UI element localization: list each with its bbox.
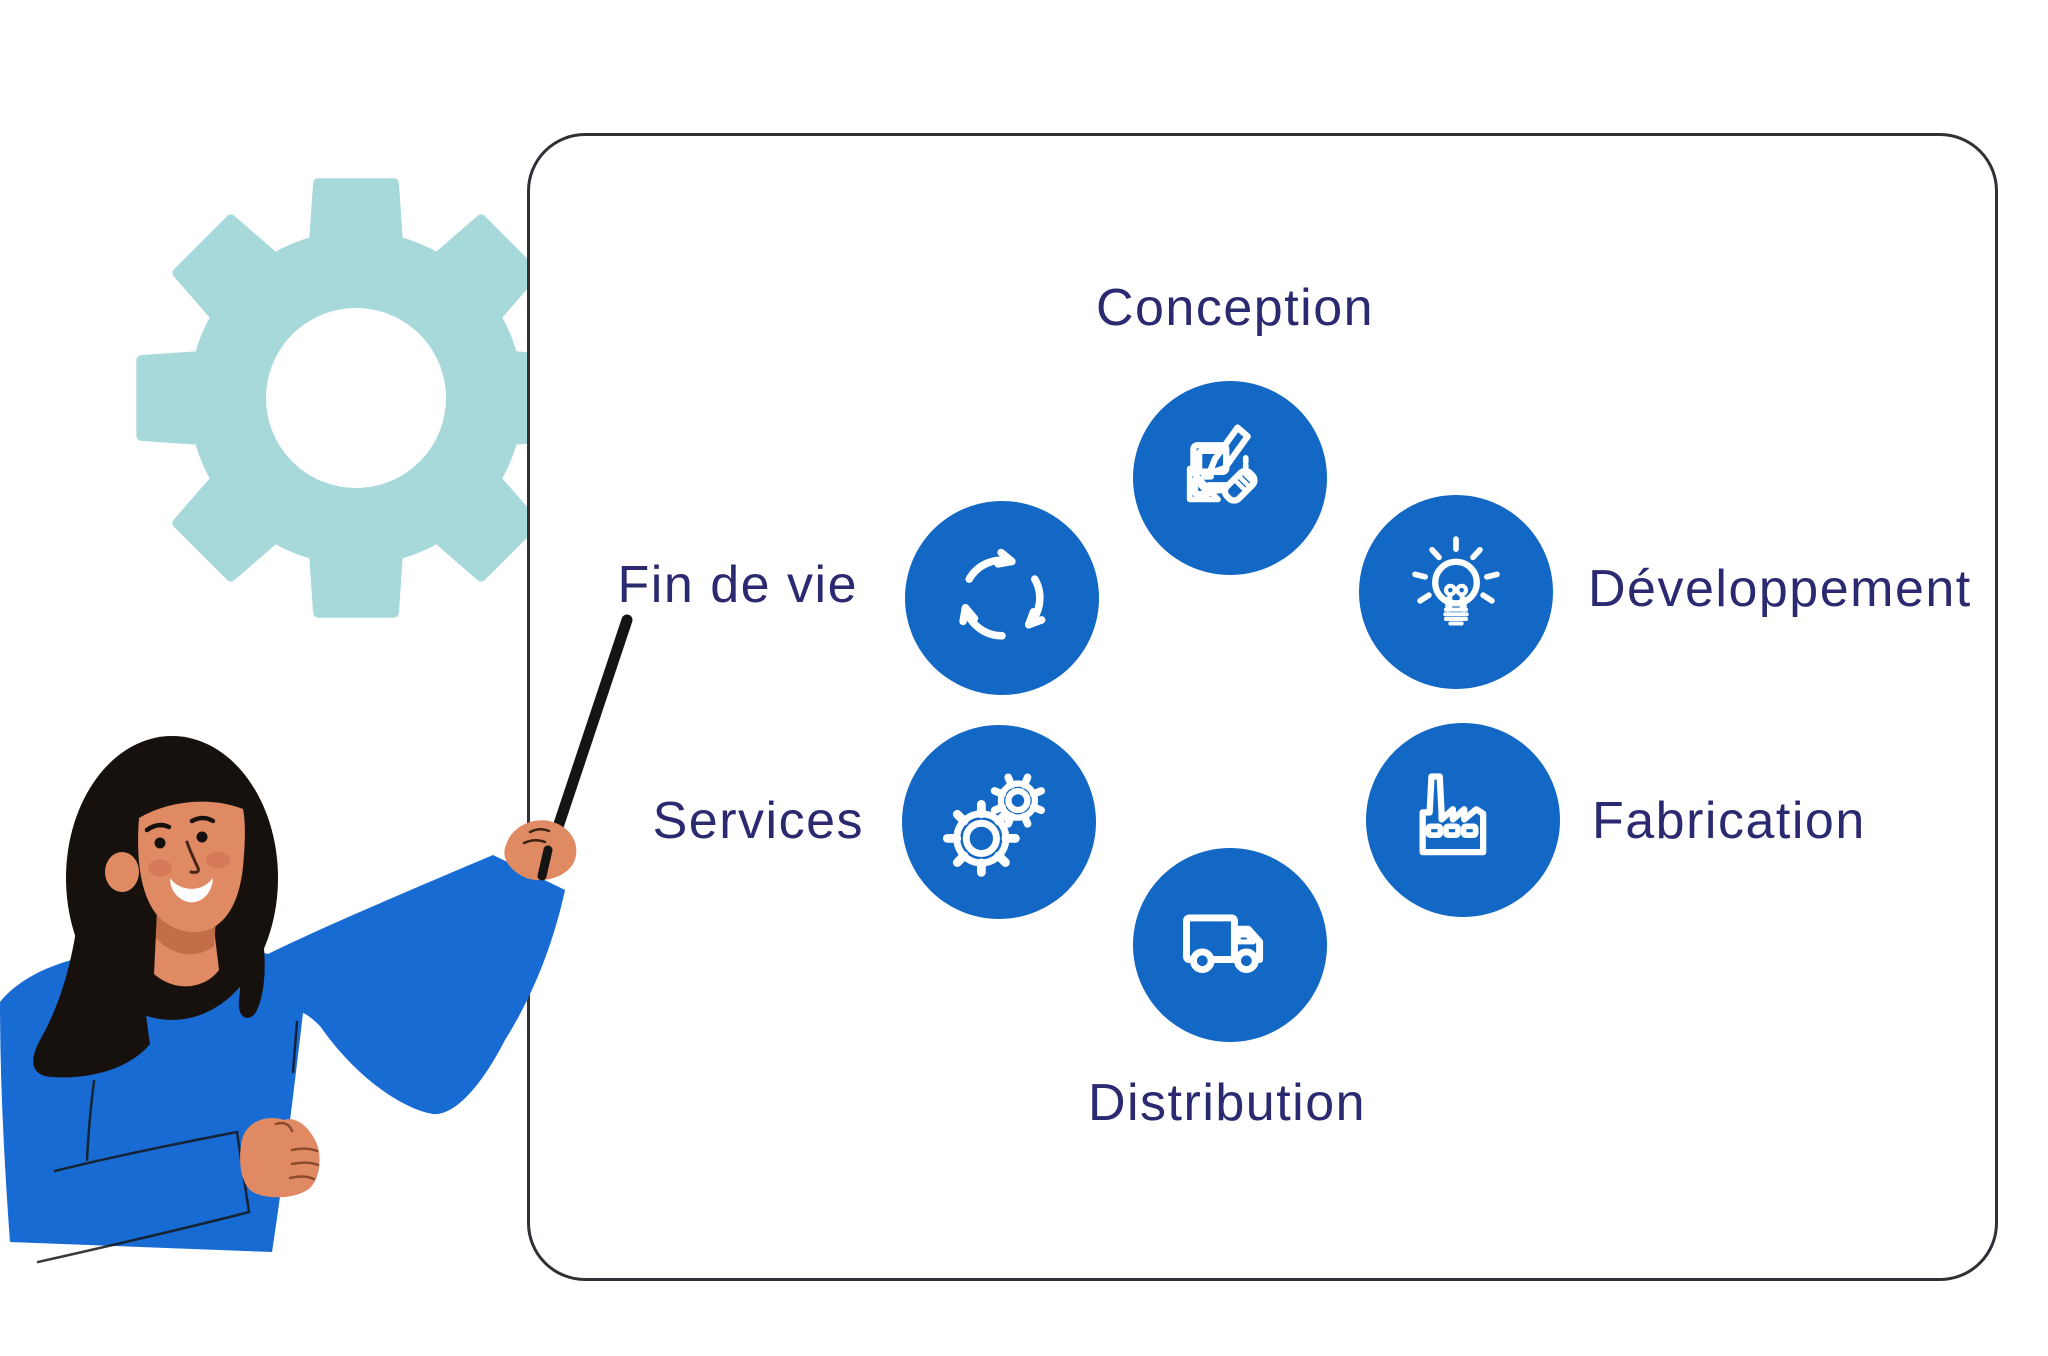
smile	[170, 878, 213, 903]
stage-circle-conception	[1133, 381, 1327, 575]
truck-icon	[1183, 914, 1264, 974]
design-icon	[1186, 424, 1258, 504]
stage-label-distribution: Distribution	[1087, 1074, 1367, 1132]
gear-icon	[136, 178, 576, 618]
stage-label-developpement: Développement	[1588, 560, 1972, 618]
woman-face	[138, 801, 245, 933]
recycle-icon	[959, 548, 1046, 640]
stage-label-fabrication: Fabrication	[1592, 792, 1866, 850]
lightbulb-icon	[1412, 536, 1500, 626]
stage-label-conception: Conception	[1095, 279, 1375, 337]
clothing-fold-lines	[36, 1020, 299, 1264]
pointer-stick	[546, 614, 633, 851]
stage-label-services: Services	[652, 792, 864, 850]
pointer-hand	[504, 820, 577, 881]
woman-ear	[105, 852, 139, 892]
stage-label-fin-de-vie: Fin de vie	[617, 556, 858, 614]
factory-icon	[1419, 773, 1487, 856]
stage-circle-developpement	[1359, 495, 1553, 689]
presenter-woman-illustration	[0, 614, 633, 1264]
resting-hand	[240, 1118, 320, 1198]
neck-shadow	[156, 912, 216, 955]
whiteboard	[527, 133, 1998, 1281]
stage-circle-services	[902, 725, 1096, 919]
woman-face-features	[144, 815, 230, 903]
stage-circle-distribution	[1133, 848, 1327, 1042]
stage-circle-fin-de-vie	[905, 501, 1099, 695]
stage-circle-fabrication	[1366, 723, 1560, 917]
gears-icon	[942, 773, 1045, 877]
